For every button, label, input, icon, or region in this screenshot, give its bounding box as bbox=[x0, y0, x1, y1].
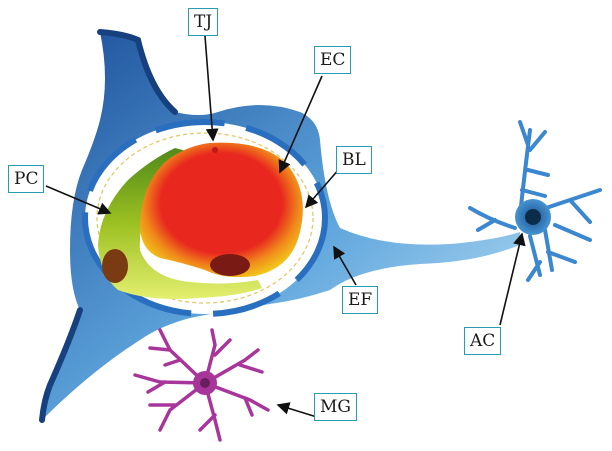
label-ef: EF bbox=[342, 286, 378, 314]
label-tj: TJ bbox=[188, 8, 218, 36]
endothelial-nucleus bbox=[210, 254, 250, 276]
label-mg: MG bbox=[314, 393, 357, 421]
label-pc: PC bbox=[8, 165, 44, 193]
pericyte-nucleus bbox=[102, 249, 128, 283]
label-bl: BL bbox=[336, 146, 372, 174]
tight-junction bbox=[212, 147, 218, 153]
astrocyte bbox=[470, 122, 600, 280]
label-ec: EC bbox=[314, 46, 351, 74]
label-ac: AC bbox=[464, 327, 501, 355]
microglia bbox=[135, 330, 268, 440]
